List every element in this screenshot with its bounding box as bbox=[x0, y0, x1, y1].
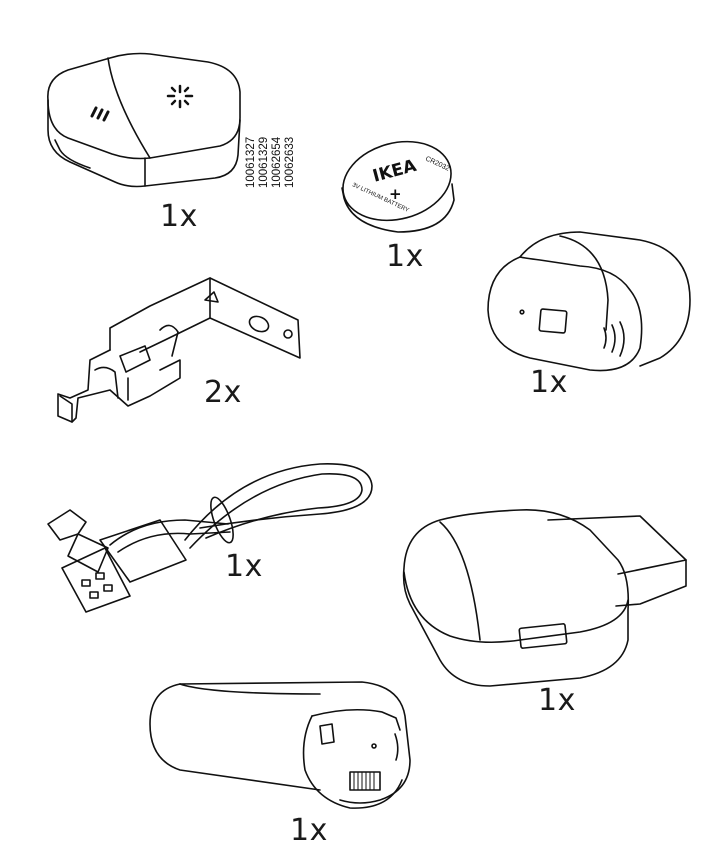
gateway-adapter bbox=[402, 509, 687, 687]
remote-control bbox=[47, 52, 241, 188]
qty-remote: 1x bbox=[160, 199, 198, 234]
signal-icon bbox=[603, 327, 607, 349]
battery-brand: IKEA bbox=[371, 156, 420, 187]
article-number: 10061327 bbox=[245, 136, 257, 188]
qty-battery: 1x bbox=[386, 239, 424, 274]
qty-cable: 1x bbox=[225, 549, 263, 584]
gateway-usb-port bbox=[518, 623, 568, 649]
article-number: 10062654 bbox=[271, 136, 283, 188]
article-numbers: 10061327 10061329 10062654 10062633 bbox=[245, 68, 297, 188]
signal-repeater bbox=[487, 231, 691, 372]
mounting-bracket bbox=[57, 277, 301, 423]
remote-dim-icon bbox=[90, 106, 110, 122]
qty-gateway: 1x bbox=[538, 683, 576, 718]
qty-battery-pack: 1x bbox=[290, 813, 328, 848]
battery-polarity: + bbox=[389, 185, 402, 203]
qty-repeater: 1x bbox=[530, 365, 568, 400]
remote-brightness-icon bbox=[166, 84, 194, 109]
coin-battery: IKEA CR2032 + 3V LITHIUM BATTERY bbox=[341, 140, 455, 233]
battery-pack-contacts bbox=[349, 771, 381, 791]
article-number: 10062633 bbox=[284, 136, 296, 188]
qty-bracket: 2x bbox=[204, 375, 242, 410]
battery-pack bbox=[149, 681, 411, 809]
usb-cable bbox=[47, 463, 373, 613]
usb-a-plug bbox=[61, 547, 131, 613]
article-number: 10061329 bbox=[258, 136, 270, 188]
usb-port-icon bbox=[538, 308, 568, 334]
